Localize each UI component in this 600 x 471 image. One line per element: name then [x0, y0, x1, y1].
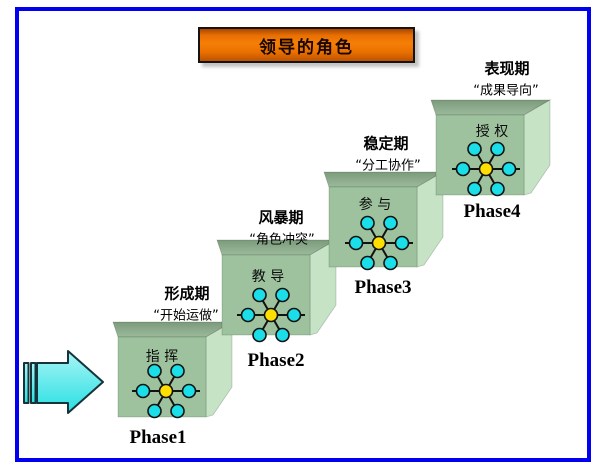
step-cube-phase3 [323, 171, 445, 268]
page-title: 领导的角色 [259, 37, 354, 58]
leader-role-participating: 参 与 [358, 197, 392, 213]
leader-role-directing: 指 挥 [145, 349, 179, 365]
stage-quote-storming: “角色冲突” [249, 232, 315, 248]
border-frame [15, 7, 591, 462]
leader-role-coaching: 教 导 [251, 269, 285, 285]
step-cube-phase2 [216, 239, 338, 336]
stage-quote-forming: “开始运做” [153, 308, 219, 324]
phase-label-4: Phase4 [463, 201, 521, 222]
phase-label-2: Phase2 [247, 350, 305, 371]
stage-name-forming: 形成期 [164, 284, 210, 303]
stage-quote-performing: “成果导向” [473, 83, 539, 99]
stage-name-performing: 表现期 [484, 59, 530, 78]
stage-name-storming: 风暴期 [258, 208, 304, 227]
stage-quote-norming: “分工协作” [355, 158, 421, 174]
step-cube-phase4 [430, 99, 552, 196]
phase-label-1: Phase1 [129, 427, 187, 448]
stage-name-norming: 稳定期 [363, 134, 409, 153]
phase-label-3: Phase3 [354, 277, 412, 298]
title-banner: 领导的角色 [198, 27, 415, 63]
leader-role-delegating: 授 权 [475, 124, 509, 140]
step-cube-phase1 [112, 321, 234, 418]
striped-right-arrow-icon [23, 350, 104, 414]
